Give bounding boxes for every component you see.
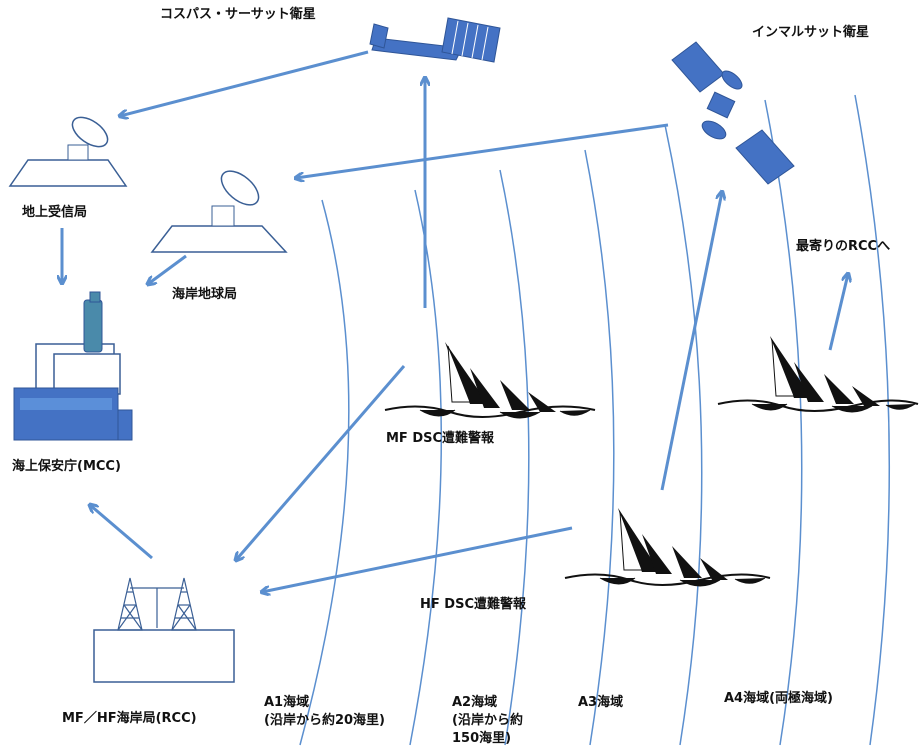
inmarsat-label: インマルサット衛星	[752, 25, 870, 40]
arrow-a4-ship-to-rcc	[828, 274, 848, 351]
inmarsat-satellite-icon	[671, 41, 795, 185]
arrow-hf-ship-to-inmarsat	[660, 192, 722, 491]
arrow-hf-ship-to-coast-station	[262, 526, 573, 592]
sea-area-a3-label: A3海域	[578, 695, 624, 710]
ground-receiving-station-icon	[8, 116, 128, 187]
arrow-inmarsat-to-coast-earth	[296, 123, 669, 178]
hf-dsc-alert-label: HF DSC遭難警報	[420, 597, 526, 612]
arc-a1-boundary	[299, 199, 350, 746]
arc-a3-inner	[584, 149, 615, 746]
ship-icon-a4	[717, 336, 919, 413]
arc-a1-a2	[409, 189, 443, 746]
sea-area-a2-label: A2海域 (沿岸から約 150海里)	[452, 695, 523, 746]
cospas-sarsat-satellite-icon	[369, 17, 501, 63]
ground-receiving-station-label: 地上受信局	[22, 205, 88, 220]
ship-icon-mf	[384, 342, 596, 419]
coast-station-label: MF／HF海岸局(RCC)	[62, 711, 197, 726]
arc-a4-outer	[854, 94, 891, 746]
sea-area-arcs	[299, 94, 891, 746]
sea-area-a1-label: A1海域 (沿岸から約20海里)	[264, 695, 385, 728]
signal-arrows	[62, 50, 848, 592]
cospas-sarsat-label: コスパス・サーサット衛星	[160, 7, 316, 22]
nearest-rcc-label: 最寄りのRCCへ	[796, 239, 891, 254]
mcc-building-icon	[13, 291, 133, 441]
arc-a4-inner	[764, 99, 803, 746]
arrow-coast-earth-to-mcc	[148, 254, 187, 284]
mf-dsc-alert-label: MF DSC遭難警報	[386, 431, 495, 446]
mcc-label: 海上保安庁(MCC)	[12, 459, 121, 474]
arrow-coast-station-to-mcc	[90, 505, 153, 560]
arrow-mf-ship-to-coast-station	[236, 365, 406, 560]
sea-area-a4-label: A4海域(両極海域)	[724, 691, 833, 706]
coast-station-towers-icon	[93, 577, 235, 683]
coast-earth-station-label: 海岸地球局	[172, 287, 238, 302]
arrow-cospas-to-lut	[120, 50, 369, 116]
coast-earth-station-icon	[150, 170, 288, 253]
ship-icon-hf	[564, 508, 771, 587]
arc-a2-a3	[499, 169, 530, 746]
arc-a3-a4	[664, 124, 703, 746]
